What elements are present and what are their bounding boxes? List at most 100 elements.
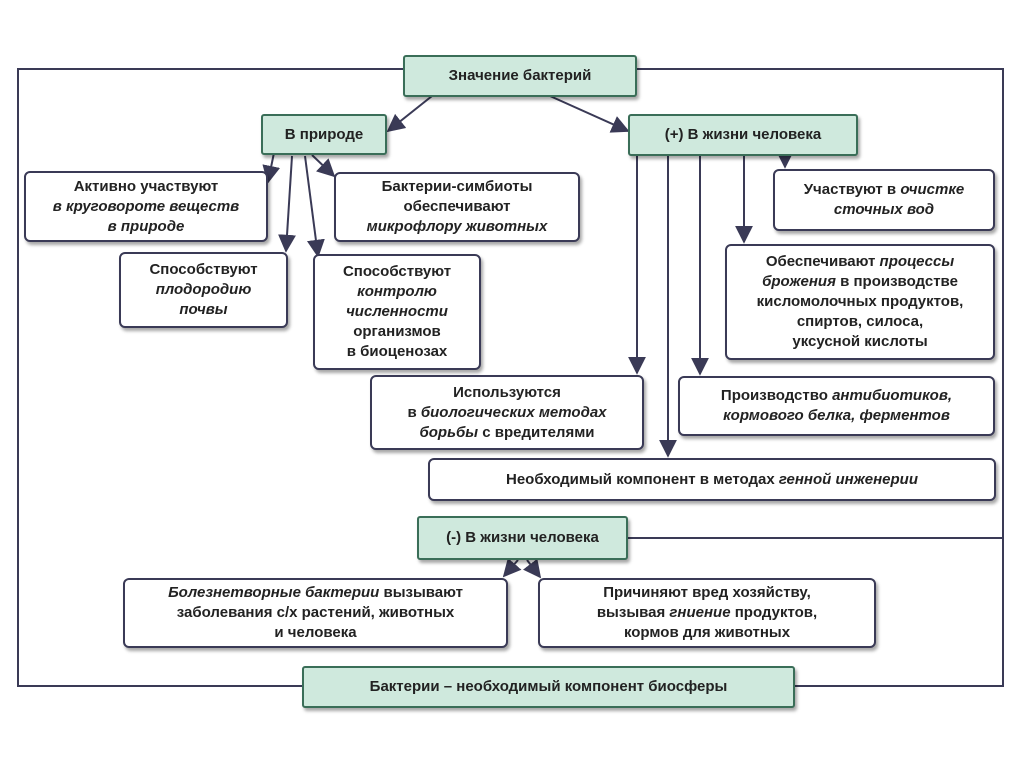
text-line: Участвуют в очистке [804,180,965,200]
positive-genetic-box: Необходимый компонент в методах генной и… [428,458,996,501]
nature-symbionts-text: Бактерии-симбиоты обеспечивают микрофлору … [367,177,548,237]
text-line: Необходимый компонент в методах генной и… [506,470,918,490]
text-line: в природе [53,217,240,237]
italic-text: брожения [762,273,836,290]
italic-text: процессы [879,253,955,270]
text-line: плодородию [149,280,257,300]
text-line: численности [343,302,451,322]
text-line: уксусной кислоты [757,332,964,352]
regular-text: Активно участвуют [73,177,219,195]
regular-text: Необходимый компонент в методах [506,470,779,488]
italic-text: в круговороте веществ [52,197,240,215]
text-line: Способствуют [149,260,257,280]
text-line: брожения в производстве [757,272,964,292]
regular-text: кисломолочных продуктов, [756,293,964,310]
regular-text: продуктов, [730,604,818,621]
title-box: Значение бактерий [403,55,637,97]
text-line: Обеспечивают процессы [757,252,964,272]
nature-fertility-text: Способствуют плодородию почвы [149,260,257,320]
conclusion-box: Бактерии – необходимый компонент биосфер… [302,666,795,708]
regular-text: Способствуют [342,263,452,280]
text-line: кормов для животных [597,623,817,643]
positive-box: (+) В жизни человека [628,114,858,156]
italic-text: плодородию [155,281,252,298]
regular-text: обеспечивают [403,198,511,215]
arrow-title-to-positive [549,95,630,133]
text-line: в биологических методах [407,403,606,423]
regular-text: вызывая [596,604,670,621]
italic-text: кормового белка, ферментов [723,407,950,424]
regular-text: Способствуют [149,261,258,278]
nature-fertility-box: Способствуют плодородию почвы [119,252,288,328]
text-line: борьбы с вредителями [407,423,606,443]
italic-text: гниение [669,604,731,621]
italic-text: почвы [179,301,228,318]
text-line: кормового белка, ферментов [721,406,952,426]
text-line: микрофлору животных [367,217,548,237]
arrow-nature-to-fertility [278,155,297,253]
text-line: вызывая гниение продуктов, [597,603,817,623]
text-line: обеспечивают [367,197,548,217]
text-line: спиртов, силоса, [757,312,964,332]
nature-label: В природе [284,125,364,143]
text-line: Способствуют [343,262,451,282]
italic-text: генной инженерии [778,470,918,488]
regular-text: Обеспечивают [765,253,880,270]
nature-box: В природе [261,114,387,155]
negative-spoilage-box: Причиняют вред хозяйству, вызывая гниение… [538,578,876,648]
nature-cycle-box: Активно участвуют в круговороте веществ в … [24,171,268,242]
regular-text: уксусной кислоты [792,333,928,350]
nature-control-box: Способствуют контролю численности организмо… [313,254,481,370]
text-line: и человека [168,623,463,643]
italic-text: контролю [357,283,437,300]
regular-text: вызывают [379,584,463,601]
arrow-negative-to-diseases [502,557,522,578]
positive-antibiotics-text: Производство антибиотиков, кормового белк… [721,386,952,426]
regular-text: в производстве [835,273,958,290]
regular-text: в биоценозах [346,343,448,360]
regular-text: в [407,403,421,421]
italic-text: численности [346,303,448,320]
positive-label: (+) В жизни человека [664,126,822,143]
regular-text: Производство [720,387,833,404]
arrow-nature-to-control [304,155,325,258]
arrow-negative-to-spoilage [523,558,542,579]
regular-text: и человека [274,624,357,641]
text-line: Бактерии-симбиоты [367,177,548,197]
nature-symbionts-box: Бактерии-симбиоты обеспечивают микрофлору … [334,172,580,242]
text-line: кисломолочных продуктов, [757,292,964,312]
regular-text: Участвуют в [803,181,901,198]
regular-text: Бактерии-симбиоты [381,178,533,195]
positive-antibiotics-box: Производство антибиотиков, кормового белк… [678,376,995,436]
title-label: Значение бактерий [448,67,592,84]
regular-text: Используются [453,383,561,401]
text-line: Используются [407,383,606,403]
italic-text: биологических методах [420,403,607,421]
text-line: организмов [343,322,451,342]
italic-text: очистке [900,181,965,198]
italic-text: антибиотиков, [832,387,953,404]
frame-line-right [636,68,1004,687]
regular-text: кормов для животных [623,624,791,641]
italic-text: борьбы [419,423,479,441]
negative-spoilage-text: Причиняют вред хозяйству, вызывая гниение… [597,583,817,643]
italic-text: микрофлору животных [366,218,548,235]
text-line: контролю [343,282,451,302]
regular-text: с вредителями [478,423,595,441]
text-line: в биоценозах [343,342,451,362]
text-line: Болезнетворные бактерии вызывают [168,583,463,603]
arrow-nature-to-symbionts [311,154,336,178]
regular-text: заболевания с/х растений, животных [176,604,455,621]
negative-label: (-) В жизни человека [446,529,599,546]
italic-text: Болезнетворные бактерии [168,584,380,601]
regular-text: Причиняют вред хозяйству, [603,584,811,601]
text-line: в круговороте веществ [53,197,240,217]
text-line: заболевания с/х растений, животных [168,603,463,623]
nature-cycle-text: Активно участвуют в круговороте веществ в … [53,177,240,237]
positive-genetic-text: Необходимый компонент в методах генной и… [506,470,918,490]
